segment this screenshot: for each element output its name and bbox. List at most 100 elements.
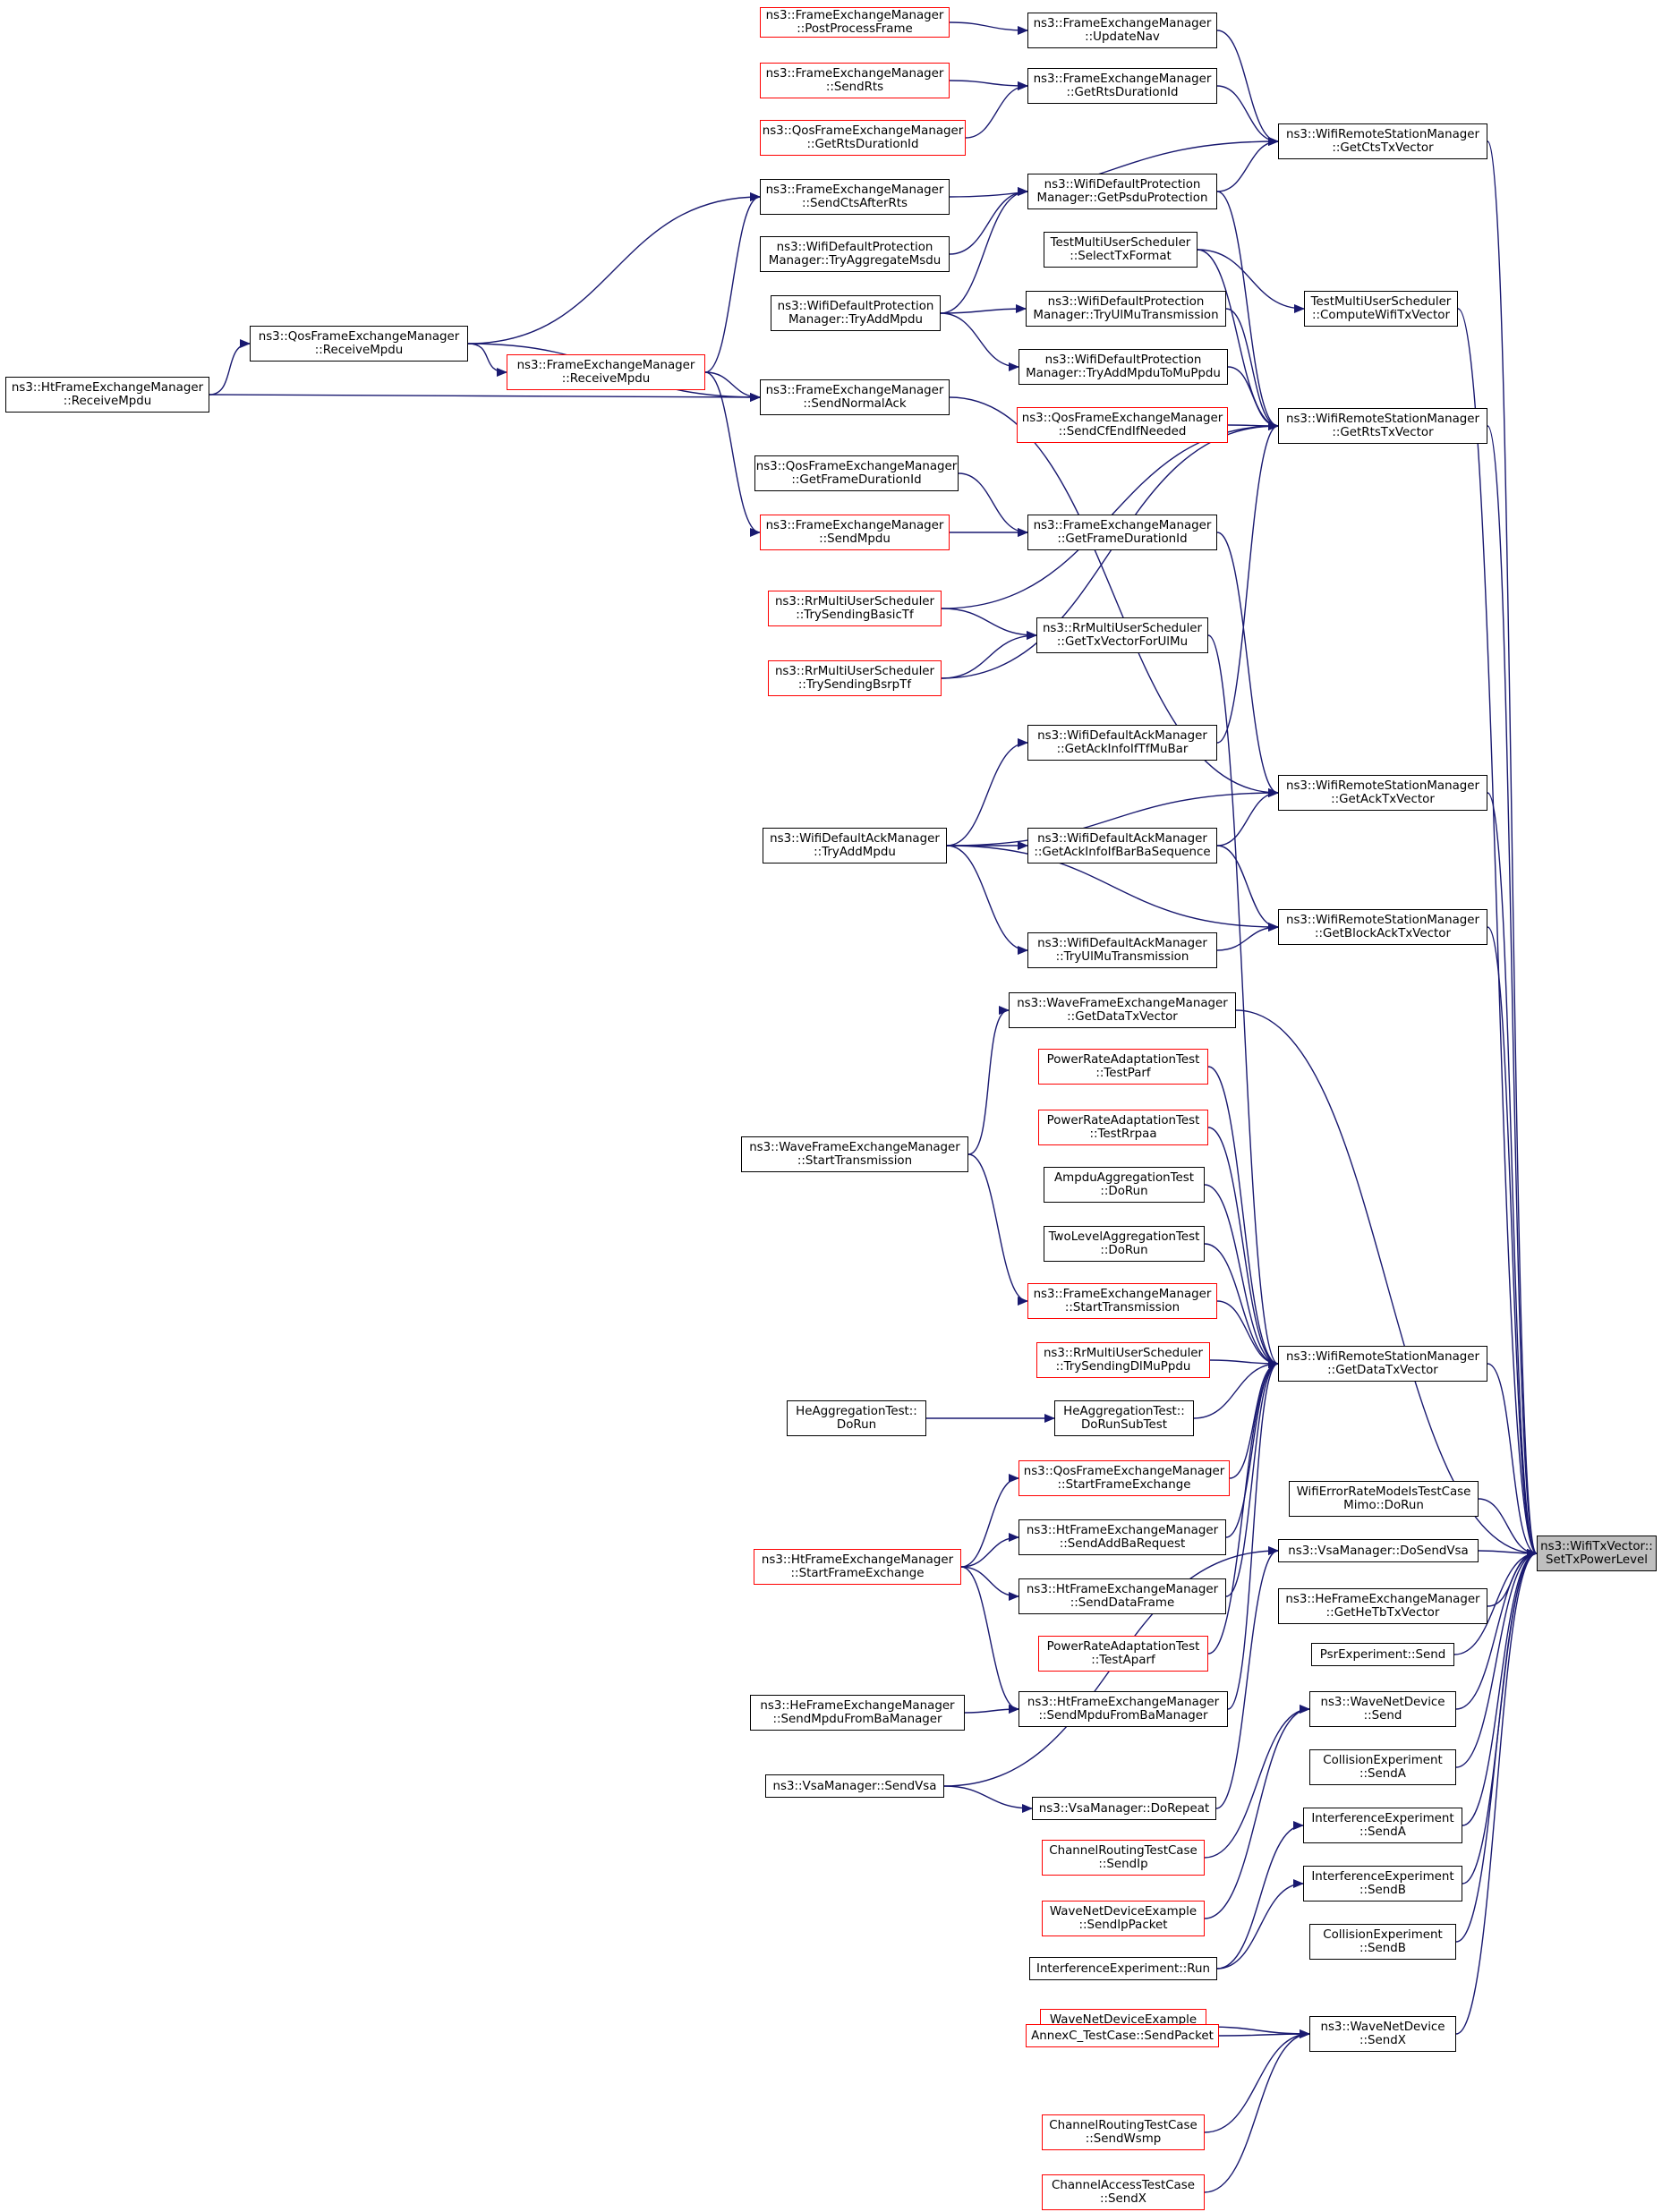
graph-node-un[interactable]: ns3::FrameExchangeManager::UpdateNav	[1027, 13, 1217, 48]
graph-node-vdr[interactable]: ns3::VsaManager::DoRepeat	[1032, 1797, 1216, 1820]
node-label-line: ns3::FrameExchangeManager	[1033, 519, 1212, 532]
graph-node-hsdf[interactable]: ns3::HtFrameExchangeManager::SendDataFra…	[1019, 1578, 1226, 1614]
graph-node-htsmfbm[interactable]: ns3::HtFrameExchangeManager::SendMpduFro…	[1019, 1691, 1228, 1727]
node-label-line: ns3::HtFrameExchangeManager	[11, 381, 204, 395]
graph-node-pp[interactable]: ns3::FrameExchangeManager::PostProcessFr…	[760, 7, 950, 38]
node-label-line: ns3::QosFrameExchangeManager	[1021, 412, 1223, 425]
call-edge-tladr-to-gdtv	[1204, 1243, 1279, 1368]
node-label-line: ::UpdateNav	[1085, 30, 1160, 44]
graph-node-tladr[interactable]: TwoLevelAggregationTest::DoRun	[1044, 1226, 1205, 1262]
call-edge-cesb-to-focus	[1455, 1549, 1538, 1943]
node-label-line: WifiErrorRateModelsTestCase	[1296, 1485, 1471, 1499]
graph-node-ier[interactable]: InterferenceExperiment::Run	[1029, 1957, 1217, 1980]
graph-node-gbatv[interactable]: ns3::WifiRemoteStationManager::GetBlockA…	[1278, 909, 1487, 945]
graph-node-wst[interactable]: ns3::WaveFrameExchangeManager::StartTran…	[741, 1136, 968, 1172]
graph-node-tparf[interactable]: PowerRateAdaptationTest::TestParf	[1038, 1049, 1208, 1085]
graph-node-scen[interactable]: ns3::QosFrameExchangeManager::SendCfEndI…	[1017, 407, 1228, 443]
node-label-line: CollisionExperiment	[1323, 1928, 1443, 1942]
graph-node-trrpaa[interactable]: PowerRateAdaptationTest::TestRrpaa	[1038, 1110, 1208, 1145]
call-edge-iesa-to-focus	[1462, 1549, 1538, 1826]
node-label-line: ::DoRun	[1100, 1185, 1148, 1198]
graph-node-gaibbs[interactable]: ns3::WifiDefaultAckManager::GetAckInfoIf…	[1027, 828, 1217, 864]
node-label-line: WaveNetDeviceExample	[1049, 2013, 1197, 2027]
graph-node-tsbst[interactable]: ns3::RrMultiUserScheduler::TrySendingBsr…	[768, 660, 942, 696]
graph-node-hadr[interactable]: HeAggregationTest::DoRun	[787, 1400, 926, 1436]
graph-node-wgdtv[interactable]: ns3::WaveFrameExchangeManager::GetDataTx…	[1009, 992, 1236, 1028]
graph-node-vdsv[interactable]: ns3::VsaManager::DoSendVsa	[1278, 1539, 1479, 1562]
graph-node-gdtv[interactable]: ns3::WifiRemoteStationManager::GetDataTx…	[1278, 1346, 1487, 1382]
graph-node-qrm[interactable]: ns3::QosFrameExchangeManager::ReceiveMpd…	[250, 326, 468, 362]
graph-node-cwtv[interactable]: TestMultiUserScheduler::ComputeWifiTxVec…	[1304, 291, 1458, 327]
graph-node-taparf[interactable]: PowerRateAdaptationTest::TestAparf	[1038, 1636, 1208, 1672]
graph-node-gctv[interactable]: ns3::WifiRemoteStationManager::GetCtsTxV…	[1278, 123, 1487, 159]
graph-node-gtvum[interactable]: ns3::RrMultiUserScheduler::GetTxVectorFo…	[1036, 617, 1208, 653]
call-edge-hsdf-to-gdtv	[1225, 1359, 1279, 1597]
call-edge-htsmfbm-to-gdtv	[1227, 1359, 1279, 1710]
call-edge-pp-to-un	[949, 21, 1028, 35]
node-label-line: ns3::HtFrameExchangeManager	[1026, 1524, 1219, 1537]
graph-node-wndsx[interactable]: ns3::WaveNetDevice::SendX	[1309, 2016, 1456, 2052]
graph-node-vsv[interactable]: ns3::VsaManager::SendVsa	[765, 1774, 944, 1798]
graph-node-grd[interactable]: ns3::FrameExchangeManager::GetRtsDuratio…	[1027, 68, 1217, 104]
node-label-line: ns3::FrameExchangeManager	[765, 519, 944, 532]
node-label-line: ns3::WifiRemoteStationManager	[1285, 128, 1480, 141]
node-label-line: ns3::HeFrameExchangeManager	[760, 1699, 955, 1713]
graph-node-dtumt[interactable]: ns3::WifiDefaultAckManager::TryUlMuTrans…	[1027, 932, 1217, 968]
call-edge-gpp-to-grtv	[1216, 191, 1279, 430]
graph-node-cesb[interactable]: CollisionExperiment::SendB	[1309, 1924, 1456, 1960]
graph-node-frm[interactable]: ns3::FrameExchangeManager::ReceiveMpdu	[507, 354, 705, 390]
graph-node-qgrd[interactable]: ns3::QosFrameExchangeManager::GetRtsDura…	[760, 120, 966, 156]
call-edge-dtumt-to-gbatv	[1216, 923, 1279, 951]
graph-node-hghtv[interactable]: ns3::HeFrameExchangeManager::GetHeTbTxVe…	[1278, 1588, 1487, 1624]
graph-node-acsp[interactable]: AnnexC_TestCase::SendPacket	[1026, 2024, 1219, 2047]
call-edge-ier-to-iesb	[1216, 1879, 1304, 1970]
node-label-line: InterferenceExperiment::Run	[1036, 1961, 1210, 1976]
graph-node-wndesip[interactable]: WaveNetDeviceExample::SendIpPacket	[1042, 1901, 1205, 1936]
graph-node-hsabr[interactable]: ns3::HtFrameExchangeManager::SendAddBaRe…	[1019, 1519, 1226, 1555]
call-edge-tsbt-to-gtvum	[941, 608, 1037, 640]
graph-node-scar[interactable]: ns3::FrameExchangeManager::SendCtsAfterR…	[760, 179, 950, 215]
graph-node-hrm[interactable]: ns3::HtFrameExchangeManager::ReceiveMpdu	[5, 377, 209, 413]
graph-node-hsfe[interactable]: ns3::HtFrameExchangeManager::StartFrameE…	[754, 1549, 961, 1585]
graph-node-crsi[interactable]: ChannelRoutingTestCase::SendIp	[1042, 1840, 1205, 1876]
graph-node-catsx[interactable]: ChannelAccessTestCase::SendX	[1042, 2174, 1205, 2210]
graph-node-tsdmp[interactable]: ns3::RrMultiUserScheduler::TrySendingDlM…	[1036, 1342, 1210, 1378]
graph-node-iesa[interactable]: InterferenceExperiment::SendA	[1303, 1808, 1462, 1843]
graph-node-sna[interactable]: ns3::FrameExchangeManager::SendNormalAck	[760, 379, 950, 415]
graph-node-iesb[interactable]: InterferenceExperiment::SendB	[1303, 1866, 1462, 1901]
graph-node-wnds[interactable]: ns3::WaveNetDevice::Send	[1309, 1691, 1456, 1727]
node-label-line: ns3::FrameExchangeManager	[765, 67, 944, 81]
node-label-line: ::StartFrameExchange	[790, 1567, 925, 1580]
graph-node-sr[interactable]: ns3::FrameExchangeManager::SendRts	[760, 63, 950, 98]
node-label-line: TestMultiUserScheduler	[1050, 236, 1191, 250]
graph-node-fsm[interactable]: ns3::FrameExchangeManager::SendMpdu	[760, 515, 950, 550]
call-edge-qsfe-to-gdtv	[1229, 1359, 1279, 1479]
graph-node-gaitmb[interactable]: ns3::WifiDefaultAckManager::GetAckInfoIf…	[1027, 725, 1217, 761]
graph-node-tsbt[interactable]: ns3::RrMultiUserScheduler::TrySendingBas…	[768, 591, 942, 626]
graph-node-gfd[interactable]: ns3::FrameExchangeManager::GetFrameDurat…	[1027, 515, 1217, 550]
graph-node-gatv[interactable]: ns3::WifiRemoteStationManager::GetAckTxV…	[1278, 775, 1487, 811]
node-label-line: Manager::GetPsduProtection	[1036, 191, 1208, 205]
graph-node-pes[interactable]: PsrExperiment::Send	[1311, 1643, 1454, 1666]
call-edge-trrpaa-to-gdtv	[1207, 1127, 1279, 1368]
graph-node-aadr[interactable]: AmpduAggregationTest::DoRun	[1044, 1167, 1205, 1203]
graph-node-qsfe[interactable]: ns3::QosFrameExchangeManager::StartFrame…	[1019, 1460, 1230, 1496]
graph-node-fst[interactable]: ns3::FrameExchangeManager::StartTransmis…	[1027, 1283, 1217, 1319]
node-label-line: Manager::TryAddMpdu	[788, 313, 924, 327]
graph-node-qgfd[interactable]: ns3::QosFrameExchangeManager::GetFrameDu…	[754, 455, 959, 491]
graph-node-hadrst[interactable]: HeAggregationTest::DoRunSubTest	[1054, 1400, 1194, 1436]
graph-node-stf[interactable]: TestMultiUserScheduler::SelectTxFormat	[1044, 232, 1197, 268]
graph-node-hesmfbm[interactable]: ns3::HeFrameExchangeManager::SendMpduFro…	[750, 1695, 965, 1731]
node-label-line: ::GetFrameDurationId	[791, 473, 922, 487]
call-edge-gfd-to-gatv	[1216, 532, 1279, 797]
graph-node-dtam[interactable]: ns3::WifiDefaultAckManager::TryAddMpdu	[763, 828, 947, 864]
graph-node-crsw[interactable]: ChannelRoutingTestCase::SendWsmp	[1042, 2114, 1205, 2150]
graph-node-grtv[interactable]: ns3::WifiRemoteStationManager::GetRtsTxV…	[1278, 408, 1487, 444]
graph-node-cesa[interactable]: CollisionExperiment::SendA	[1309, 1749, 1456, 1785]
